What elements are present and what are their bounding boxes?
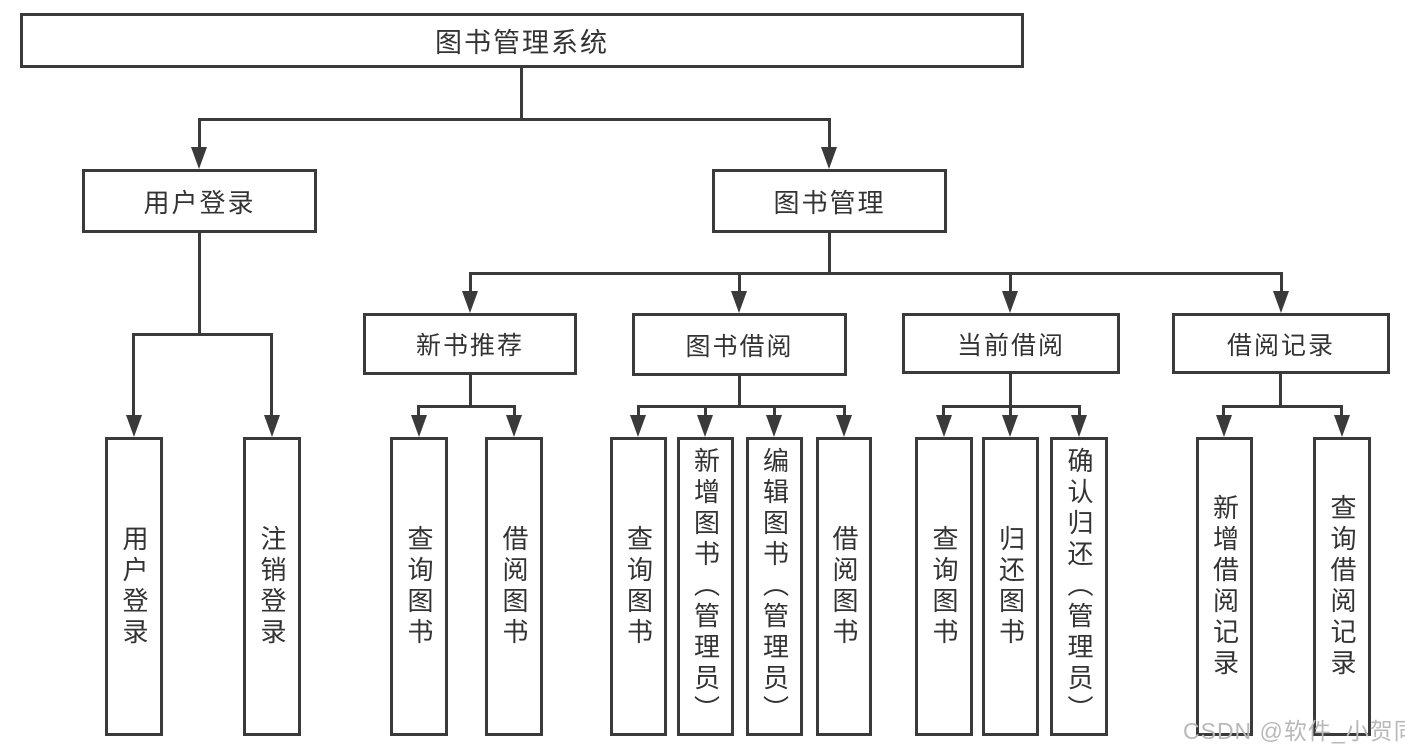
node-library-management-system: 图书管理系统 <box>20 13 1024 68</box>
down-arrowhead <box>462 291 478 313</box>
leaf-query-books-borrow: 查询图书 <box>610 437 667 736</box>
connector-to-logout <box>270 333 273 418</box>
down-arrowhead <box>126 415 142 437</box>
connector-to-book-management <box>828 118 831 150</box>
node-new-book-recommend: 新书推荐 <box>363 313 577 375</box>
leaf-query-books-recommend: 查询图书 <box>390 437 448 736</box>
connector-new-book-bus <box>417 405 516 408</box>
connector-book-borrow-bus <box>637 405 846 408</box>
csdn-watermark: CSDN @软件_小贺同学 <box>1183 718 1405 744</box>
down-arrowhead <box>191 147 207 169</box>
leaf-confirm-return-admin: 确认归还（管理员） <box>1050 437 1108 736</box>
down-arrowhead <box>1002 291 1018 313</box>
down-arrowhead <box>766 415 782 437</box>
connector-book-borrow-stem <box>738 376 741 408</box>
connector-arm <box>417 405 420 419</box>
down-arrowhead <box>836 415 852 437</box>
leaf-return-books: 归还图书 <box>982 437 1039 736</box>
connector-arm <box>704 405 707 419</box>
leaf-borrow-books-recommend: 借阅图书 <box>485 437 543 736</box>
connector-root-bus <box>198 118 831 121</box>
connector-book-management-bus <box>469 272 1283 275</box>
connector-borrow-records-bus <box>1222 405 1343 408</box>
down-arrowhead <box>1334 415 1350 437</box>
connector-arm <box>773 405 776 419</box>
connector-to-borrow-records <box>1280 272 1283 293</box>
connector-user-login-bus <box>132 333 273 336</box>
down-arrowhead <box>1002 415 1018 437</box>
down-arrowhead <box>506 415 522 437</box>
down-arrowhead <box>731 291 747 313</box>
connector-arm <box>1340 405 1343 419</box>
leaf-user-login: 用户登录 <box>105 437 163 736</box>
node-borrow-records: 借阅记录 <box>1172 313 1390 374</box>
connector-user-login-stem <box>198 233 201 336</box>
node-current-borrowing: 当前借阅 <box>902 313 1120 374</box>
down-arrowhead <box>630 415 646 437</box>
leaf-borrow-books: 借阅图书 <box>816 437 872 736</box>
connector-arm <box>942 405 945 419</box>
connector-to-current-borrow <box>1009 272 1012 293</box>
connector-root-stem <box>520 66 523 120</box>
connector-book-management-stem <box>828 233 831 275</box>
connector-new-book-stem <box>469 375 472 408</box>
down-arrowhead <box>264 415 280 437</box>
down-arrowhead <box>936 415 952 437</box>
leaf-edit-books-admin: 编辑图书（管理员） <box>746 437 803 736</box>
connector-to-user-login <box>198 118 201 150</box>
connector-arm <box>1009 405 1012 419</box>
down-arrowhead <box>1216 415 1232 437</box>
connector-arm <box>843 405 846 419</box>
down-arrowhead <box>821 147 837 169</box>
leaf-query-books-current: 查询图书 <box>915 437 973 736</box>
connector-arm <box>1078 405 1081 419</box>
connector-arm <box>637 405 640 419</box>
leaf-add-books-admin: 新增图书（管理员） <box>677 437 734 736</box>
connector-arm <box>1222 405 1225 419</box>
connector-to-book-borrow <box>738 272 741 293</box>
connector-arm <box>513 405 516 419</box>
connector-current-borrow-stem <box>1009 374 1012 408</box>
down-arrowhead <box>1273 291 1289 313</box>
down-arrowhead <box>1071 415 1087 437</box>
node-book-borrowing: 图书借阅 <box>632 313 847 376</box>
connector-borrow-records-stem <box>1279 374 1282 408</box>
connector-to-login <box>132 333 135 418</box>
leaf-add-borrow-record: 新增借阅记录 <box>1196 437 1253 736</box>
down-arrowhead <box>697 415 713 437</box>
node-user-login: 用户登录 <box>82 169 317 233</box>
leaf-logout: 注销登录 <box>243 437 301 736</box>
leaf-query-borrow-record: 查询借阅记录 <box>1313 437 1371 736</box>
down-arrowhead <box>411 415 427 437</box>
node-book-management: 图书管理 <box>712 169 947 233</box>
connector-to-new-book <box>469 272 472 293</box>
